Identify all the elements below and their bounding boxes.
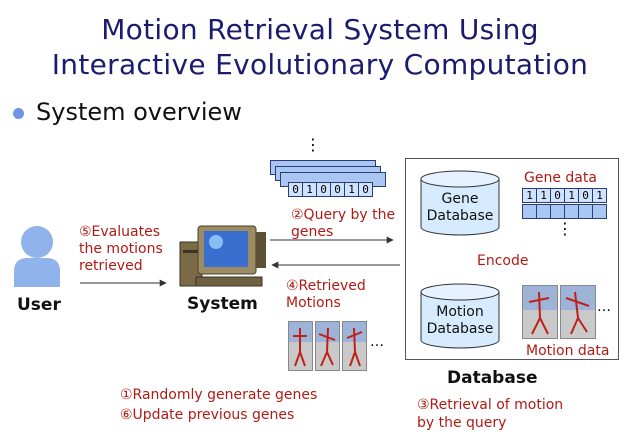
motion-data-label: Motion data — [526, 343, 610, 359]
motion-database-cylinder — [420, 283, 500, 353]
motion-database-label-2: Database — [426, 321, 494, 337]
gene-database-label-1: Gene — [441, 191, 479, 207]
gene-bit: 0 — [288, 182, 303, 197]
user-label: User — [17, 295, 61, 315]
gene-database-label-2: Database — [426, 208, 494, 224]
gene-bit — [522, 204, 537, 219]
title-line-1: Motion Retrieval System Using — [101, 13, 539, 46]
evaluates-label-2: the motions — [79, 241, 163, 257]
bullet-system-overview: System overview — [36, 98, 242, 126]
randomly-generate-label: ①Randomly generate genes — [120, 387, 318, 403]
gene-data-row: 1 1 0 1 0 1 — [522, 188, 607, 203]
query-label-2: genes — [291, 224, 334, 240]
database-label: Database — [447, 368, 538, 388]
update-genes-label: ⑥Update previous genes — [120, 407, 295, 423]
retrieved-label-1: ④Retrieved — [286, 278, 366, 294]
gene-data-vdots: ⋮ — [557, 219, 573, 238]
gene-bit: 0 — [358, 182, 373, 197]
gene-bit — [536, 204, 551, 219]
evaluates-label-3: retrieved — [79, 258, 143, 274]
gene-bit: 1 — [344, 182, 359, 197]
gene-bit: 0 — [316, 182, 331, 197]
gene-bit: 0 — [330, 182, 345, 197]
encode-label: Encode — [477, 253, 529, 269]
retrieved-ellipsis: … — [370, 334, 384, 350]
bullet-dot-icon — [13, 108, 24, 119]
retrieved-motion-thumbnail — [342, 321, 367, 371]
retrieved-label-2: Motions — [286, 295, 341, 311]
gene-bit — [592, 204, 607, 219]
gene-database-cylinder — [420, 170, 500, 236]
title-line-2: Interactive Evolutionary Computation — [51, 48, 589, 81]
gene-data-label: Gene data — [524, 170, 597, 186]
gene-bit: 1 — [536, 188, 551, 203]
motion-database-label-1: Motion — [436, 304, 484, 320]
gene-bit: 1 — [592, 188, 607, 203]
motion-data-thumbnail — [522, 285, 558, 339]
retrieval-label-1: ③Retrieval of motion — [417, 397, 564, 413]
gene-bit — [578, 204, 593, 219]
evaluates-label-1: ⑤Evaluates — [79, 224, 160, 240]
system-label: System — [187, 294, 258, 314]
gene-bit: 1 — [522, 188, 537, 203]
gene-stack-vdots: ⋮ — [305, 135, 321, 154]
motion-data-ellipsis: … — [597, 299, 611, 315]
gene-strip-front: 0 1 0 0 1 0 — [288, 182, 373, 197]
computer-icon — [178, 222, 270, 290]
gene-bit: 0 — [550, 188, 565, 203]
retrieval-label-2: by the query — [417, 415, 507, 431]
retrieved-motion-thumbnail — [288, 321, 313, 371]
retrieved-motion-thumbnail — [315, 321, 340, 371]
gene-bit — [550, 204, 565, 219]
motion-data-thumbnail — [560, 285, 596, 339]
query-label-1: ②Query by the — [291, 207, 396, 223]
gene-bit: 1 — [564, 188, 579, 203]
gene-data-row-empty — [522, 204, 607, 219]
gene-bit: 1 — [302, 182, 317, 197]
user-icon — [12, 225, 60, 287]
gene-bit: 0 — [578, 188, 593, 203]
gene-bit — [564, 204, 579, 219]
